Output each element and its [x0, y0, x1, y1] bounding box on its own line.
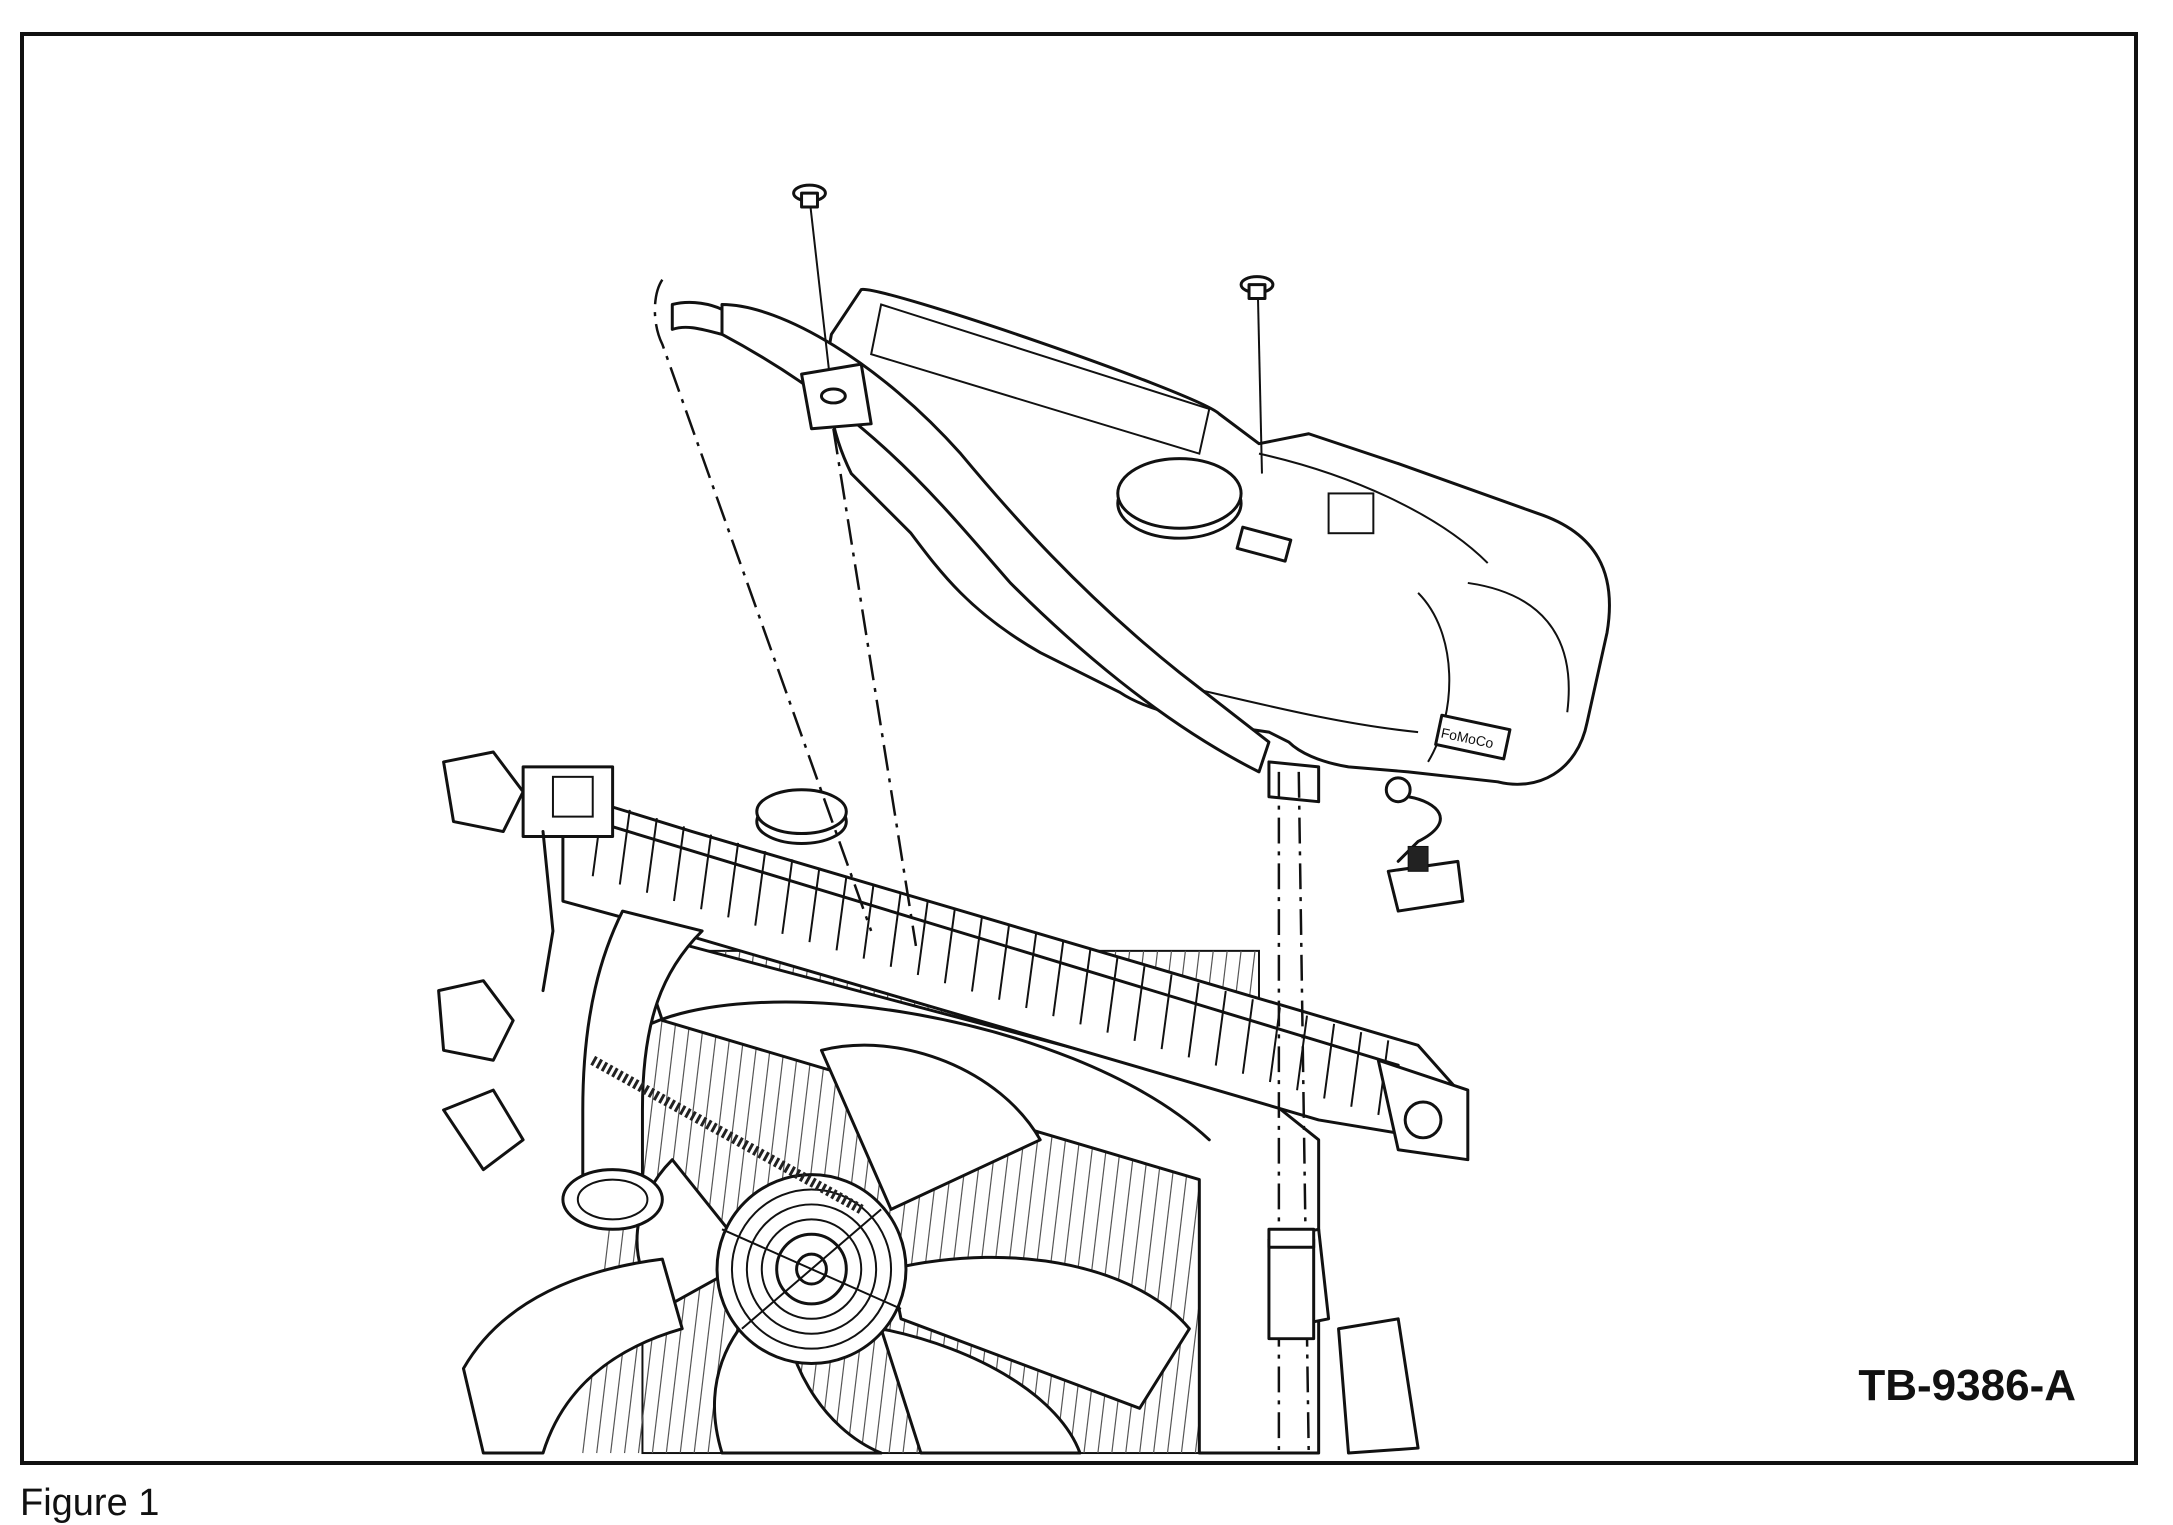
- fan-clutch: [715, 1173, 908, 1366]
- level-sensor-harness: [1384, 776, 1465, 913]
- upper-radiator-hose: [561, 909, 704, 1231]
- radiator-degas-bottle-illustration: FoMoCo: [437, 183, 1611, 1455]
- radiator-cap: [755, 788, 848, 845]
- figure-frame: FoMoCo: [20, 32, 2138, 1465]
- degas-bottle: FoMoCo: [826, 288, 1611, 786]
- electrical-connector: [437, 750, 615, 1172]
- mounting-bolt-left: [792, 183, 835, 410]
- bottle-mounting-tab: [800, 362, 873, 431]
- lower-radiator-hose: [461, 1257, 684, 1455]
- figure-code: TB-9386-A: [1858, 1361, 2076, 1410]
- figure-caption: Figure 1: [20, 1482, 160, 1524]
- bottle-lower-tab: [1267, 760, 1321, 804]
- mounting-bolt-right: [1239, 275, 1275, 474]
- lower-retainer-clip: [1267, 1227, 1316, 1341]
